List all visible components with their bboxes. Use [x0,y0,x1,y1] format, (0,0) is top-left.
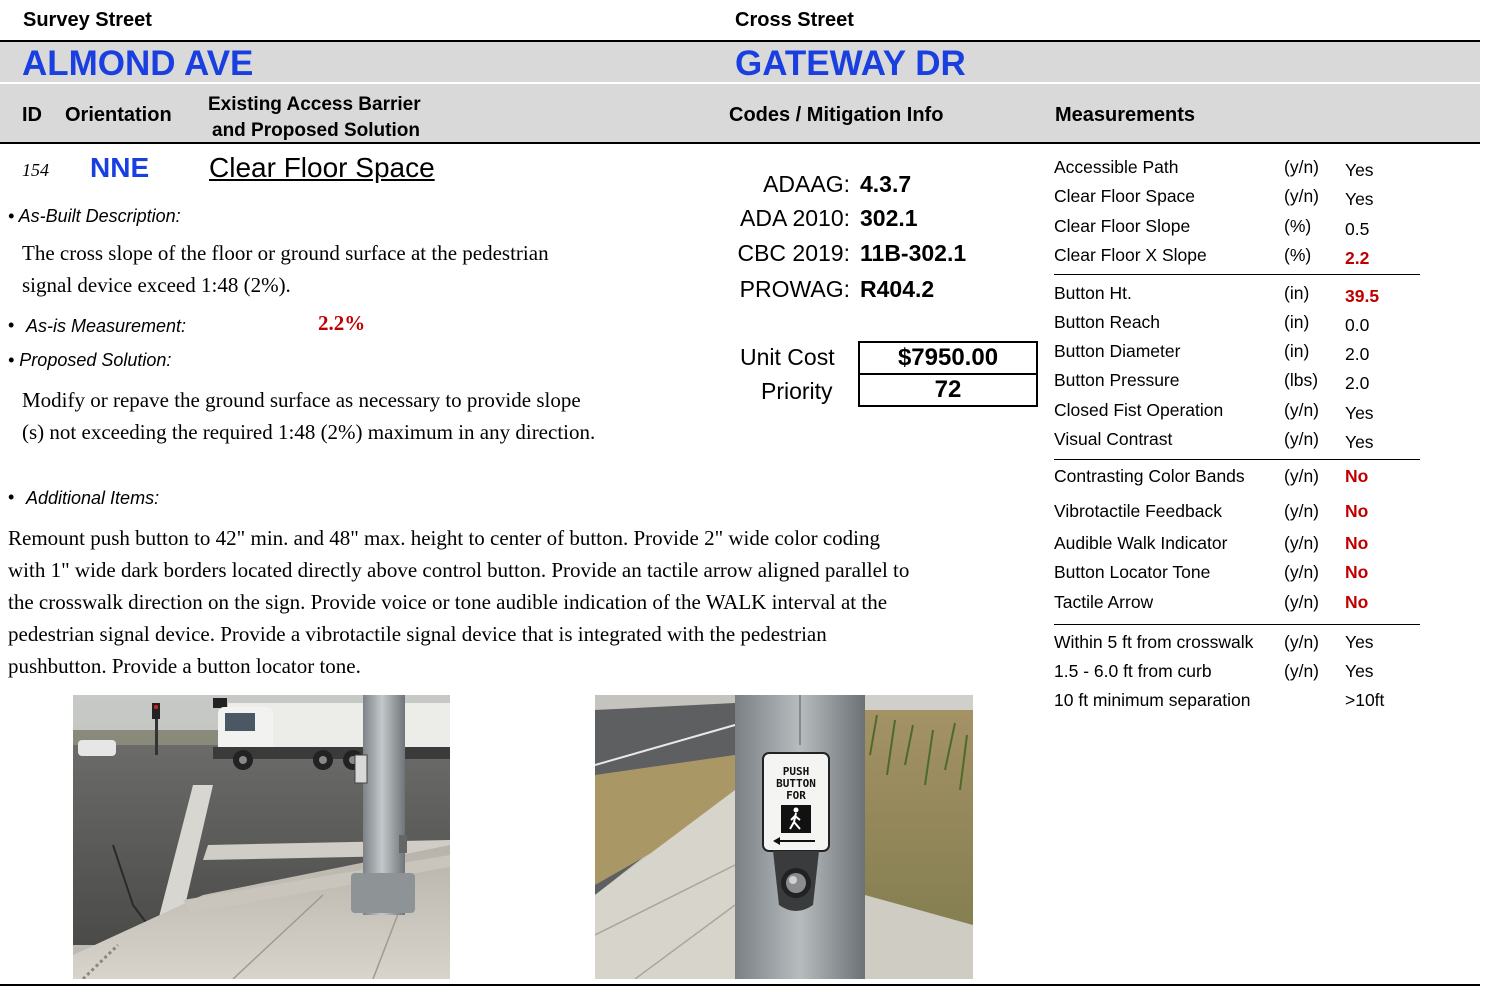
measurement-row: Clear Floor Slope(%)0.5 [1054,216,1370,239]
code-value: R404.2 [860,276,935,302]
intersection-photo-graphic [73,695,450,979]
column-header-band [0,84,1480,144]
measurement-divider [1054,624,1420,625]
street-band [0,40,1480,82]
additional-line: pedestrian signal device. Provide a vibr… [8,622,827,646]
measurement-row: Clear Floor Space(y/n)Yes [1054,186,1374,209]
col-orientation: Orientation [65,104,172,126]
as-is-value: 2.2% [318,311,366,335]
cross-street-name: GATEWAY DR [735,44,966,83]
as-built-label: • As-Built Description: [8,206,181,226]
measurement-row: Clear Floor X Slope(%)2.2 [1054,245,1370,268]
additional-bullet: • [8,487,15,507]
additional-line: Remount push button to 42" min. and 48" … [8,526,881,550]
as-built-line2: signal device exceed 1:48 (2%). [22,273,291,297]
measurement-row: 10 ft minimum separation>10ft [1054,690,1385,710]
measurement-row: Tactile Arrow(y/n)No [1054,592,1369,612]
additional-line: with 1" wide dark borders located direct… [8,558,910,582]
sign-text-for: FOR [786,789,806,802]
code-value: 4.3.7 [860,171,912,197]
site-photo-push-button: PUSH BUTTON FOR [595,695,973,979]
push-button-photo-graphic: PUSH BUTTON FOR [595,695,973,979]
col-codes: Codes / Mitigation Info [729,104,944,126]
col-id: ID [22,104,42,126]
proposed-label: • Proposed Solution: [8,350,172,370]
record-id: 154 [22,160,49,180]
code-label: ADA 2010: [740,205,850,231]
cross-street-label: Cross Street [735,9,854,31]
measurement-row: Button Diameter(in)2.0 [1054,341,1370,364]
measurement-row: Audible Walk Indicator(y/n)No [1054,533,1369,553]
as-is-label: As-is Measurement: [26,316,187,336]
code-label: PROWAG: [739,276,850,302]
site-photo-intersection [73,695,450,979]
code-value: 302.1 [860,205,918,231]
as-is-bullet: • [8,315,15,335]
code-label: CBC 2019: [737,240,850,266]
priority-value: 72 [858,373,1038,407]
measurement-row: Button Ht.(in)39.5 [1054,283,1380,306]
additional-line: the crosswalk direction on the sign. Pro… [8,590,888,614]
col-barrier-line1: Existing Access Barrier [208,94,421,115]
measurement-row: Button Locator Tone(y/n)No [1054,562,1369,582]
unit-cost-label: Unit Cost [740,344,835,370]
record-orientation: NNE [90,152,150,183]
survey-street-label: Survey Street [23,9,152,31]
measurement-row: Accessible Path(y/n)Yes [1054,157,1374,180]
code-value: 11B-302.1 [860,240,967,266]
proposed-line2: (s) not exceeding the required 1:48 (2%)… [22,420,596,444]
survey-street-name: ALMOND AVE [22,44,254,83]
as-built-line1: The cross slope of the floor or ground s… [22,241,549,265]
additional-label: Additional Items: [26,488,160,508]
measurement-row: Within 5 ft from crosswalk(y/n)Yes [1054,632,1374,652]
measurement-row: Vibrotactile Feedback(y/n)No [1054,501,1369,521]
measurement-divider [1054,274,1420,275]
measurement-row: Contrasting Color Bands(y/n)No [1054,466,1369,486]
measurement-row: Closed Fist Operation(y/n)Yes [1054,400,1374,423]
measurement-row: Button Reach(in)0.0 [1054,312,1370,335]
measurement-divider [1054,459,1420,460]
measurement-row: Visual Contrast(y/n)Yes [1054,429,1374,452]
sign-text-button: BUTTON [776,777,816,790]
bottom-rule [0,984,1480,986]
additional-line: pushbutton. Provide a button locator ton… [8,654,361,678]
unit-cost-value: $7950.00 [858,341,1038,375]
col-measurements: Measurements [1055,104,1196,126]
proposed-line1: Modify or repave the ground surface as n… [22,388,581,412]
col-barrier-line2: and Proposed Solution [212,120,420,141]
code-label: ADAAG: [763,171,850,197]
sign-text-push: PUSH [783,765,810,778]
priority-label: Priority [761,378,833,404]
measurement-row: Button Pressure(lbs)2.0 [1054,370,1370,393]
measurement-row: 1.5 - 6.0 ft from curb(y/n)Yes [1054,661,1374,681]
record-barrier: Clear Floor Space [209,152,435,183]
